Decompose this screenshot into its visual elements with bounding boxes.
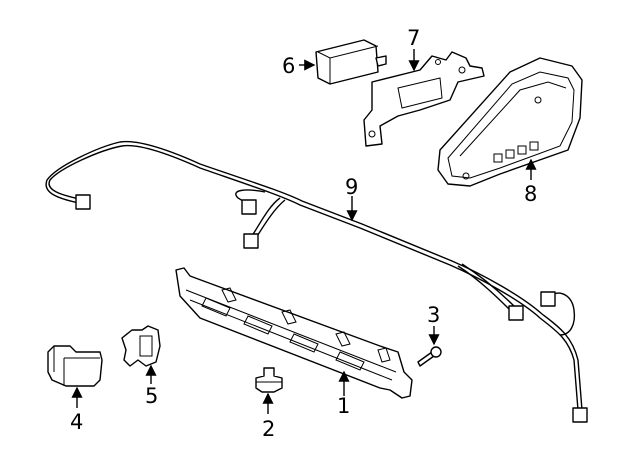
connector-branch-upper [241, 199, 257, 215]
part-2-clip [255, 367, 283, 393]
callout-4: 4 [70, 410, 83, 434]
part-7-bracket [363, 51, 485, 147]
callout-5: 5 [145, 384, 158, 408]
connector-right-upper [540, 291, 556, 307]
callout-6: 6 [282, 54, 295, 78]
callout-7: 7 [407, 26, 420, 50]
callout-1: 1 [337, 394, 350, 418]
part-6-module [315, 39, 387, 85]
connector-right-bottom [572, 407, 588, 423]
connector-right-mid [508, 305, 524, 321]
part-5-retainer [121, 325, 161, 367]
callout-3: 3 [427, 303, 440, 327]
connector-left [75, 194, 91, 210]
callout-2: 2 [262, 417, 275, 441]
callout-9: 9 [345, 175, 358, 199]
part-9-wiring-harness [45, 140, 588, 423]
connector-branch-lower [243, 233, 259, 249]
part-3-screw [417, 346, 442, 367]
part-4-sensor [47, 345, 103, 387]
leader-lines [71, 49, 537, 414]
callout-labels: 6 7 8 9 3 1 2 4 5 [70, 26, 537, 441]
part-1-strip [175, 267, 413, 399]
part-8-cover [437, 57, 583, 187]
callout-8: 8 [524, 182, 537, 206]
